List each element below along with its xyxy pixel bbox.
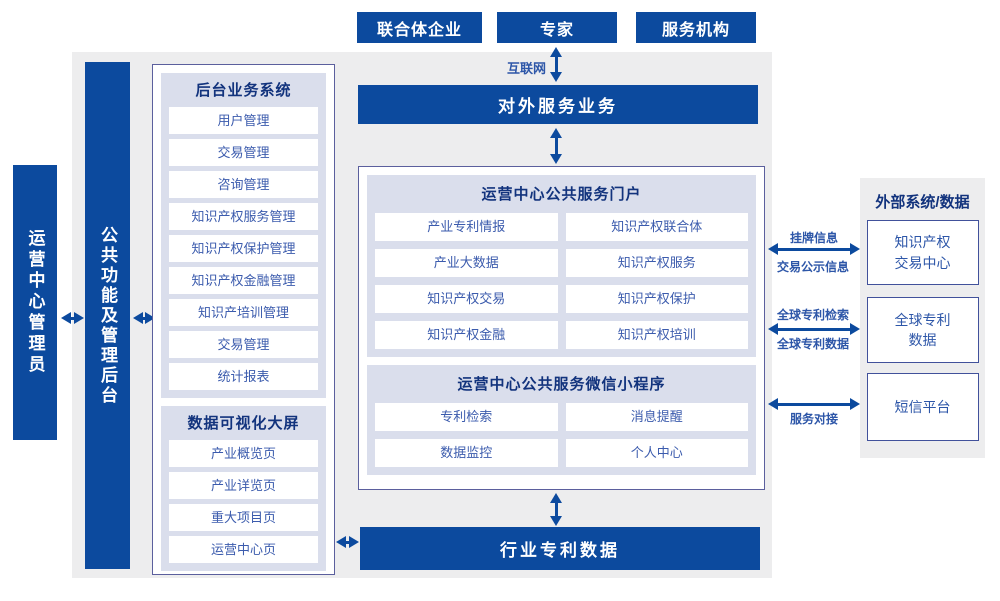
internet-label: 互联网 xyxy=(506,61,546,76)
portal-items-grid: 产业专利情报 知识产权联合体 产业大数据 知识产权服务 知识产权交易 知识产权保… xyxy=(375,213,748,349)
link-label-trade-public-info: 交易公示信息 xyxy=(776,260,849,274)
portal-item: 产业专利情报 xyxy=(375,213,558,241)
dashboard-panel: 数据可视化大屏 产业概览页 产业详览页 重大项目页 运营中心页 xyxy=(161,406,326,571)
link-label-global-patent-search: 全球专利检索 xyxy=(776,308,849,322)
backend-item: 知识产权保护管理 xyxy=(169,235,318,262)
double-arrow-backend-patent-icon xyxy=(336,536,359,548)
operator-admin-bar: 运营中心管理员 xyxy=(13,165,57,440)
backend-panel: 后台业务系统 用户管理 交易管理 咨询管理 知识产权服务管理 知识产权保护管理 … xyxy=(161,73,326,398)
portal-item: 知识产权培训 xyxy=(565,321,748,349)
external-systems-title: 外部系统/数据 xyxy=(875,194,970,211)
dashboard-panel-title: 数据可视化大屏 xyxy=(187,415,300,432)
portal-item: 知识产权保护 xyxy=(565,285,748,313)
double-arrow-portal-patent-icon xyxy=(550,493,562,526)
backend-item: 交易管理 xyxy=(169,331,318,358)
dashboard-item: 产业详览页 xyxy=(169,472,318,499)
link-label-listing-info: 挂牌信息 xyxy=(789,231,838,245)
actor-box-expert: 专家 xyxy=(497,12,617,43)
external-box-line: 短信平台 xyxy=(894,398,951,415)
backend-item: 知识产培训管理 xyxy=(169,299,318,326)
miniprogram-item: 消息提醒 xyxy=(565,403,748,431)
double-arrow-trade-center-icon xyxy=(768,243,860,255)
dashboard-item: 产业概览页 xyxy=(169,440,318,467)
backend-item: 交易管理 xyxy=(169,139,318,166)
portal-panel-title: 运营中心公共服务门户 xyxy=(481,186,642,203)
dashboard-item: 重大项目页 xyxy=(169,504,318,531)
miniprogram-item: 个人中心 xyxy=(565,439,748,467)
miniprogram-items-grid: 专利检索 消息提醒 数据监控 个人中心 xyxy=(375,403,748,467)
double-arrow-backend-panel-icon xyxy=(133,312,155,324)
external-service-bar: 对外服务业务 xyxy=(358,85,758,124)
backend-container: 后台业务系统 用户管理 交易管理 咨询管理 知识产权服务管理 知识产权保护管理 … xyxy=(152,64,335,575)
external-box-line: 数据 xyxy=(908,332,937,348)
backend-panel-title: 后台业务系统 xyxy=(195,82,292,99)
external-box-sms-platform: 短信平台 xyxy=(866,373,979,441)
portal-panel: 运营中心公共服务门户 产业专利情报 知识产权联合体 产业大数据 知识产权服务 知… xyxy=(367,175,756,357)
backend-item: 统计报表 xyxy=(169,363,318,390)
portal-item: 知识产权联合体 xyxy=(565,213,748,241)
external-box-line: 知识产权 xyxy=(894,234,951,251)
portal-item: 知识产权交易 xyxy=(375,285,558,313)
double-arrow-admin-backend-icon xyxy=(61,312,84,324)
dashboard-item: 运营中心页 xyxy=(169,536,318,563)
external-systems-panel: 外部系统/数据 知识产权 交易中心 全球专利 数据 短信平台 xyxy=(860,178,985,458)
backend-item: 用户管理 xyxy=(169,107,318,134)
portal-item: 产业大数据 xyxy=(375,249,558,277)
double-arrow-internet-icon xyxy=(550,47,562,82)
double-arrow-global-patent-icon xyxy=(768,323,860,335)
actor-box-service-org: 服务机构 xyxy=(636,12,756,43)
portal-item: 知识产权金融 xyxy=(375,321,558,349)
external-box-trade-center: 知识产权 交易中心 xyxy=(866,220,979,285)
external-box-global-patent-data: 全球专利 数据 xyxy=(866,297,979,363)
portal-item: 知识产权服务 xyxy=(565,249,748,277)
public-backend-bar: 公共功能及管理后台 xyxy=(85,62,130,569)
backend-item: 知识产权金融管理 xyxy=(169,267,318,294)
link-label-global-patent-data: 全球专利数据 xyxy=(776,337,849,351)
miniprogram-item: 专利检索 xyxy=(375,403,558,431)
miniprogram-item: 数据监控 xyxy=(375,439,558,467)
portal-container: 运营中心公共服务门户 产业专利情报 知识产权联合体 产业大数据 知识产权服务 知… xyxy=(358,166,765,490)
double-arrow-service-portal-icon xyxy=(550,128,562,164)
backend-item: 知识产权服务管理 xyxy=(169,203,318,230)
link-label-service-connect: 服务对接 xyxy=(789,412,838,426)
double-arrow-sms-icon xyxy=(768,398,860,410)
industry-patent-bar: 行业专利数据 xyxy=(360,527,760,570)
miniprogram-panel: 运营中心公共服务微信小程序 专利检索 消息提醒 数据监控 个人中心 xyxy=(367,365,756,475)
miniprogram-panel-title: 运营中心公共服务微信小程序 xyxy=(457,376,666,393)
actor-box-consortium-enterprise: 联合体企业 xyxy=(357,12,482,43)
external-box-line: 交易中心 xyxy=(894,254,951,271)
backend-item: 咨询管理 xyxy=(169,171,318,198)
external-box-line: 全球专利 xyxy=(894,311,951,328)
